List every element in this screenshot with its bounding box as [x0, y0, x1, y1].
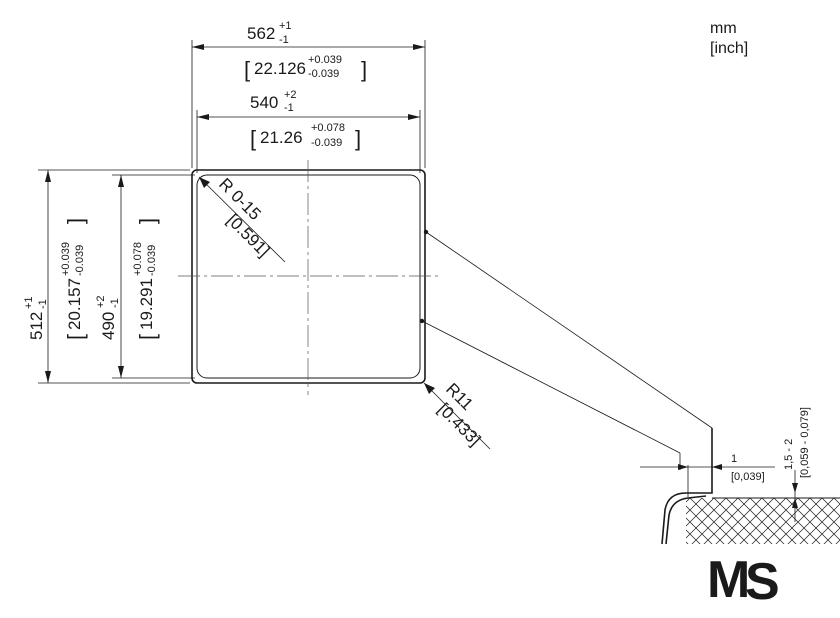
detail-leader-lines [419, 229, 713, 454]
outer-height-inch-plus: +0.039 [60, 242, 72, 276]
cutout-outer-outline [191, 169, 426, 384]
callout-outer-radius: R11 [0.433] [423, 379, 491, 450]
cutout-inner-outline [196, 174, 421, 379]
outer-width-tol-plus: +1 [279, 20, 292, 32]
svg-text:[: [ [244, 57, 250, 82]
outer-height-tol-minus: -1 [37, 299, 49, 309]
inner-width-inch: 21.26 [260, 128, 303, 147]
svg-text:[: [ [135, 334, 160, 340]
ms-logo: M S [707, 551, 780, 611]
dimension-outer-width: 562 +1 -1 [ 22.126 +0.039 -0.039 ] [191, 20, 426, 168]
inner-width-tol-minus: -1 [284, 102, 294, 114]
svg-text:]: ] [135, 218, 160, 224]
inner-height-tol-plus: +2 [95, 295, 107, 308]
section-detail [661, 428, 840, 545]
outer-width-inch: 22.126 [254, 59, 306, 78]
unit-mm: mm [710, 20, 737, 37]
inner-width-inch-minus: -0.039 [311, 137, 342, 149]
unit-inch: [inch] [710, 40, 748, 57]
svg-text:]: ] [361, 57, 367, 82]
inner-height-inch: 19.291 [137, 278, 156, 330]
svg-text:[: [ [250, 126, 256, 151]
outer-width-value: 562 [247, 24, 275, 43]
dimension-rim-offset: 1 [0,039] [640, 453, 775, 483]
outer-width-inch-plus: +0.039 [308, 54, 342, 66]
inner-width-tol-plus: +2 [284, 89, 297, 101]
inner-width-inch-plus: +0.078 [311, 122, 345, 134]
rim-thickness-inch: [0,059 - 0,079] [799, 407, 811, 478]
outer-width-tol-minus: -1 [279, 34, 289, 46]
dimension-inner-height: 490 +2 -1 [ 19.291 +0.078 -0.039 ] [95, 174, 195, 379]
svg-text:[: [ [63, 334, 88, 340]
outer-height-tol-plus: +1 [23, 296, 35, 309]
inner-height-inch-plus: +0.078 [132, 242, 144, 276]
svg-text:S: S [745, 553, 780, 611]
svg-text:]: ] [355, 126, 361, 151]
outer-width-inch-minus: -0.039 [308, 68, 339, 80]
inner-width-value: 540 [250, 93, 278, 112]
outer-height-value: 512 [27, 312, 46, 340]
inner-height-tol-minus: -1 [109, 298, 121, 308]
rim-offset-value: 1 [731, 453, 737, 465]
dimension-rim-thickness: 1,5 - 2 [0,059 - 0,079] [783, 407, 811, 522]
outer-height-inch: 20.157 [65, 278, 84, 330]
rim-thickness-value: 1,5 - 2 [783, 439, 795, 470]
dimension-inner-width: 540 +2 -1 [ 21.26 +0.078 -0.039 ] [196, 89, 421, 173]
units-label: mm [inch] [710, 20, 748, 57]
inner-height-inch-minus: -0.039 [146, 245, 158, 276]
rim-offset-inch: [0,039] [731, 471, 765, 483]
dimension-outer-height: 512 +1 -1 [ 20.157 +0.039 -0.039 ] [23, 169, 190, 384]
svg-text:]: ] [63, 218, 88, 224]
callout-inner-radius: R 0-15 [0.591] [198, 174, 286, 263]
logo-mark: M [707, 551, 750, 609]
outer-height-inch-minus: -0.039 [74, 245, 86, 276]
inner-height-value: 490 [99, 312, 118, 340]
